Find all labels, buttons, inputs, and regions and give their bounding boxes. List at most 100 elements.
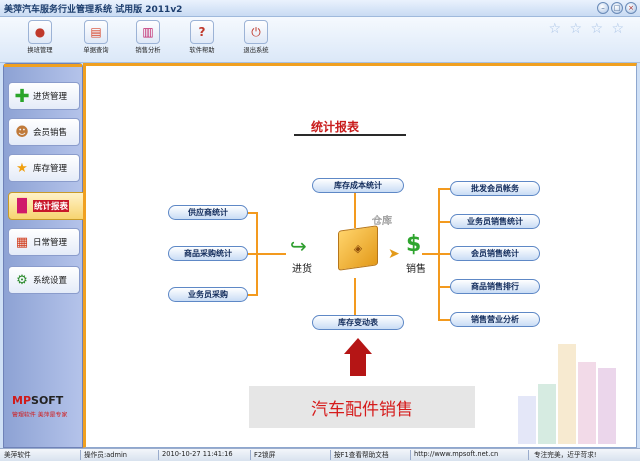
title-bar: 美萍汽车服务行业管理系统 试用版 2011v2 – □ × xyxy=(0,0,640,17)
shift-change-icon: ● xyxy=(28,20,52,44)
brand-logo: MPSOFT xyxy=(12,394,64,407)
status-lock: F2锁屏 xyxy=(254,451,276,459)
stock-connector-bottom xyxy=(354,278,356,316)
exit-button[interactable]: ⏻ 退出系统 xyxy=(236,20,276,60)
toolbar-label: 销售分析 xyxy=(135,46,161,54)
document-query-button[interactable]: ▤ 单据查询 xyxy=(76,20,116,60)
member-sales-stats-button[interactable]: 会员销售统计 xyxy=(450,246,540,261)
exit-icon: ⏻ xyxy=(244,20,268,44)
decor-bar xyxy=(558,344,576,444)
sidebar-item-label: 会员销售 xyxy=(33,128,68,138)
sidebar-item-daily[interactable]: ▦ 日常管理 xyxy=(8,228,80,256)
sales-connector xyxy=(438,188,452,190)
close-icon[interactable]: × xyxy=(625,2,637,14)
purchase-label: 进货 xyxy=(292,264,312,275)
status-separator xyxy=(158,450,159,460)
sales-analysis-button[interactable]: ▥ 销售分析 xyxy=(128,20,168,60)
stock-change-report-button[interactable]: 库存变动表 xyxy=(312,315,404,330)
gear-icon: ⚙ xyxy=(16,272,28,288)
sidebar-item-label: 进货管理 xyxy=(33,92,68,102)
maximize-icon[interactable]: □ xyxy=(611,2,623,14)
stock-connector-top xyxy=(354,192,356,228)
sidebar-item-label: 系统设置 xyxy=(33,276,68,286)
title-underline xyxy=(294,134,406,136)
decorative-stars-icon: ☆ ☆ ☆ ☆ xyxy=(548,21,626,37)
page-title: 统计报表 xyxy=(311,120,360,134)
product-sales-ranking-button[interactable]: 商品销售排行 xyxy=(450,279,540,294)
brand: MPSOFT 管理软件 美萍是专家 xyxy=(12,394,77,420)
stock-cost-stats-button[interactable]: 库存成本统计 xyxy=(312,178,404,193)
salesman-purchase-button[interactable]: 业务员采购 xyxy=(168,287,248,302)
status-operator: 操作员:admin xyxy=(84,451,128,459)
decor-bar xyxy=(578,362,596,444)
salesman-sales-stats-button[interactable]: 业务员销售统计 xyxy=(450,214,540,229)
status-separator xyxy=(80,450,81,460)
toolbar-label: 换班管理 xyxy=(27,46,53,54)
up-arrow-stem xyxy=(350,354,366,376)
status-app: 美萍软件 xyxy=(4,451,31,459)
status-separator xyxy=(330,450,331,460)
sales-connector xyxy=(422,253,438,255)
plus-icon: ✚ xyxy=(14,85,30,107)
sales-business-analysis-button[interactable]: 销售营业分析 xyxy=(450,312,540,327)
minimize-icon[interactable]: – xyxy=(597,2,609,14)
toolbar-label: 单据查询 xyxy=(83,46,109,54)
toolbar-label: 退出系统 xyxy=(243,46,269,54)
sidebar-item-purchase[interactable]: ✚ 进货管理 xyxy=(8,82,80,110)
sales-connector xyxy=(438,319,452,321)
status-bar: 美萍软件 操作员:admin 2010-10-27 11:41:16 F2锁屏 … xyxy=(0,448,640,461)
sidebar-item-inventory[interactable]: ★ 库存管理 xyxy=(8,154,80,182)
help-icon: ? xyxy=(190,20,214,44)
sidebar: ✚ 进货管理 ☻ 会员销售 ★ 库存管理 ▐▌ 统计报表 ▦ 日常管理 ⚙ 系统… xyxy=(3,63,87,448)
sidebar-item-reports[interactable]: ▐▌ 统计报表 xyxy=(8,192,87,220)
warehouse-box-icon: ◈ xyxy=(338,225,378,271)
decor-bar xyxy=(518,396,536,444)
sales-connector xyxy=(438,286,452,288)
status-motto: 专注完美，近乎苛求! xyxy=(534,451,597,459)
main-panel: 统计报表 供应商统计 商品采购统计 业务员采购 库存成本统计 库存变动表 ↪ 进… xyxy=(83,63,637,448)
star-icon: ★ xyxy=(16,160,28,176)
sidebar-accent-line xyxy=(4,64,82,67)
status-datetime: 2010-10-27 11:41:16 xyxy=(162,450,233,458)
sales-label: 销售 xyxy=(406,264,426,275)
sidebar-item-member-sales[interactable]: ☻ 会员销售 xyxy=(8,118,80,146)
sidebar-item-label: 库存管理 xyxy=(33,164,68,174)
help-button[interactable]: ? 软件帮助 xyxy=(182,20,222,60)
sidebar-item-settings[interactable]: ⚙ 系统设置 xyxy=(8,266,80,294)
brand-slogan: 管理软件 美萍是专家 xyxy=(12,411,68,419)
sidebar-item-label: 日常管理 xyxy=(33,238,68,248)
purchase-arrow-icon: ↪ xyxy=(290,234,307,258)
purchase-connector xyxy=(244,294,258,296)
warehouse-label: 仓库 xyxy=(372,216,392,227)
member-icon: ☻ xyxy=(15,124,29,140)
sales-arrow-icon: ➤ xyxy=(388,246,400,262)
decor-bar xyxy=(598,368,616,444)
up-arrow-icon xyxy=(344,338,372,354)
purchase-connector xyxy=(244,212,258,214)
shift-change-button[interactable]: ● 换班管理 xyxy=(20,20,60,60)
promo-banner: 汽车配件销售 xyxy=(249,386,475,428)
window-title: 美萍汽车服务行业管理系统 试用版 2011v2 xyxy=(4,4,183,15)
wholesale-member-account-button[interactable]: 批发会员帐务 xyxy=(450,181,540,196)
status-separator xyxy=(410,450,411,460)
status-separator xyxy=(528,450,529,460)
status-separator xyxy=(250,450,251,460)
daily-icon: ▦ xyxy=(15,234,29,250)
sidebar-item-label: 统计报表 xyxy=(33,200,70,212)
document-query-icon: ▤ xyxy=(84,20,108,44)
sales-analysis-icon: ▥ xyxy=(136,20,160,44)
dollar-icon: $ xyxy=(406,232,422,257)
purchase-connector xyxy=(258,253,286,255)
decor-bar xyxy=(538,384,556,444)
toolbar-label: 软件帮助 xyxy=(189,46,215,54)
window-controls: – □ × xyxy=(597,2,637,14)
purchase-connector xyxy=(244,253,258,255)
purchase-stats-button[interactable]: 商品采购统计 xyxy=(168,246,248,261)
toolbar: ● 换班管理 ▤ 单据查询 ▥ 销售分析 ? 软件帮助 ⏻ 退出系统 ☆ ☆ ☆… xyxy=(0,17,640,63)
sales-connector xyxy=(438,221,452,223)
sales-connector xyxy=(438,253,452,255)
supplier-stats-button[interactable]: 供应商统计 xyxy=(168,205,248,220)
status-help: 按F1查看帮助文档 xyxy=(334,451,389,459)
bar-chart-icon: ▐▌ xyxy=(12,198,32,214)
status-website[interactable]: http://www.mpsoft.net.cn xyxy=(414,450,499,458)
